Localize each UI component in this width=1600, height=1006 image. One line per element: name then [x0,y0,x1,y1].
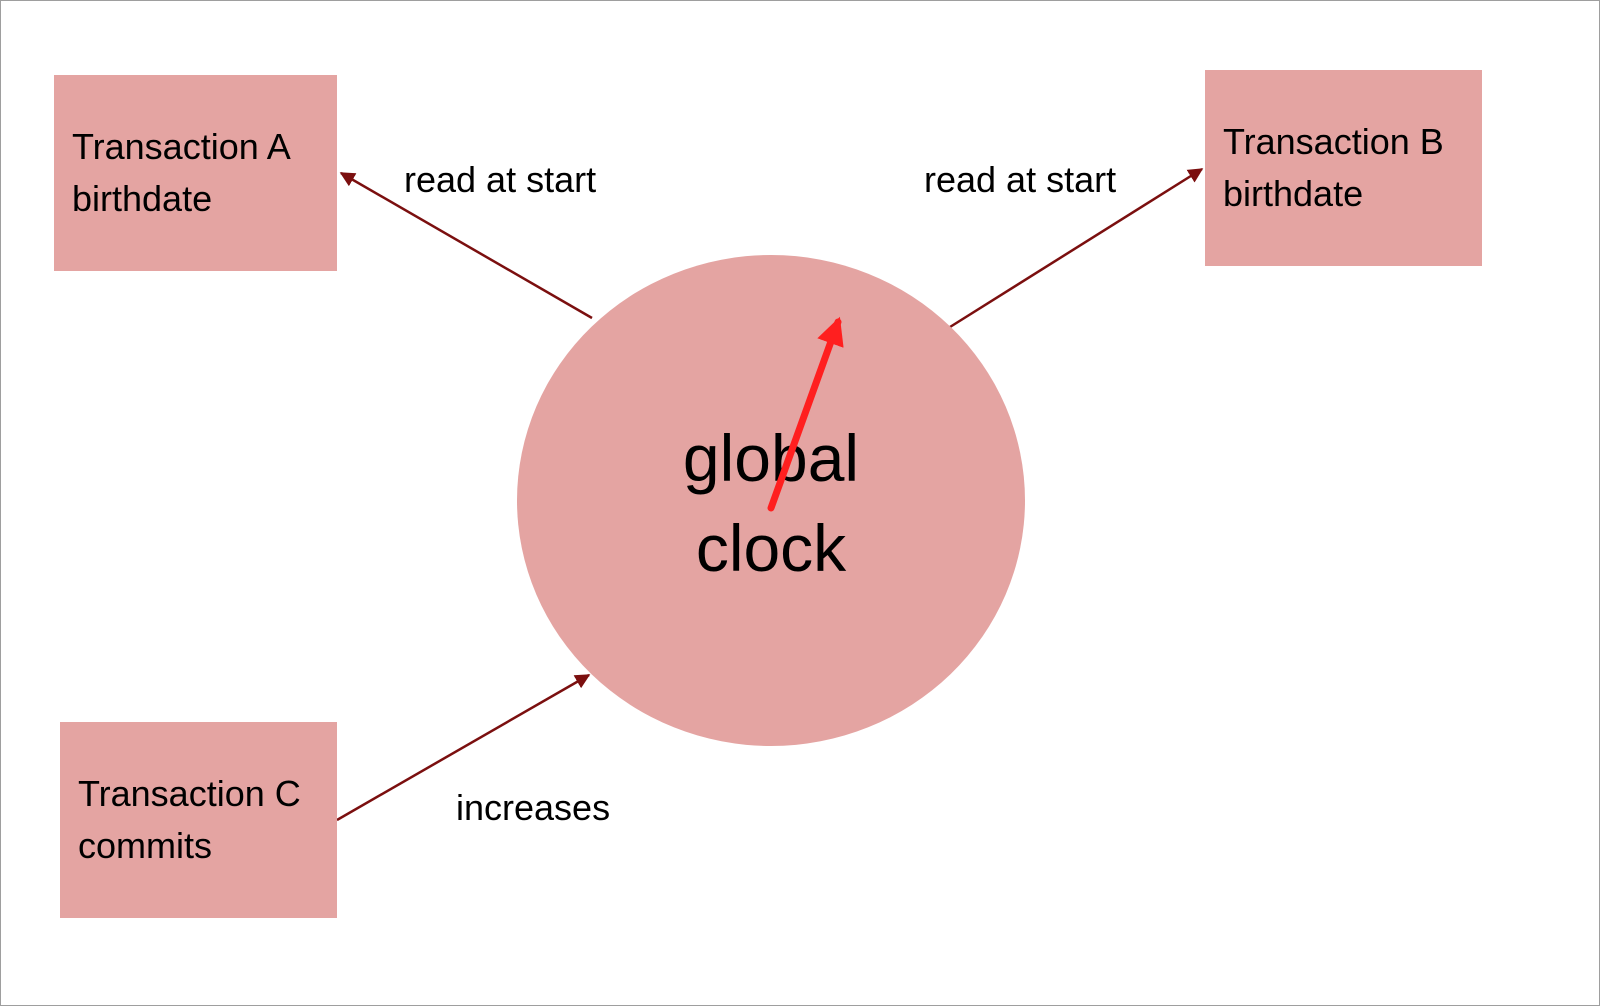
transaction-c-subtitle: commits [78,825,212,866]
global-clock-node [517,255,1025,746]
edge-label-read-at-start-b: read at start [924,159,1117,200]
transaction-a-subtitle: birthdate [72,178,213,219]
transaction-c-title: Transaction C [78,773,301,814]
edge-label-read-at-start-a: read at start [404,159,597,200]
transaction-a-node: Transaction A birthdate [54,75,337,271]
transaction-b-title: Transaction B [1223,121,1444,162]
global-clock-label-line2: clock [695,511,847,585]
edge-clock-to-a [339,171,593,320]
transaction-b-node: Transaction B birthdate [1205,70,1482,266]
global-clock-label-line1: global [682,421,860,495]
transaction-b-subtitle: birthdate [1223,173,1364,214]
transaction-c-node: Transaction C commits [60,722,337,918]
edge-label-increases: increases [456,787,611,828]
edge-c-to-clock [336,673,591,822]
transaction-a-title: Transaction A [72,126,291,167]
edge-clock-to-b [949,167,1204,329]
